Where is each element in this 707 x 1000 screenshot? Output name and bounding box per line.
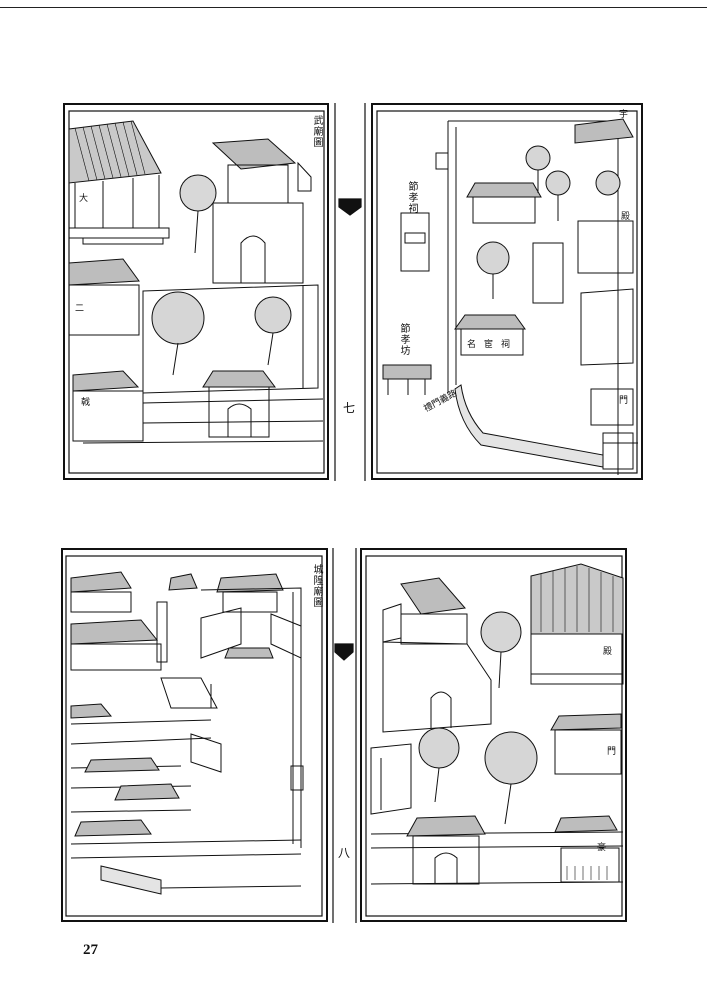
spread-top-illustration [63,103,643,481]
bottom-right-gate-label: 門 [607,747,617,757]
top-right-side-label-1: 殿 [621,212,631,222]
spread-bottom: 城隍廟圖 殿 門 豪 八 [61,548,628,923]
top-left-gate-label: 戟 [81,398,91,408]
top-left-page-title: 武廟圖 [311,115,322,148]
top-right-corner-label: 宇 [619,110,629,120]
page-number: 27 [83,942,98,958]
top-right-hall-label: 名宦祠 [467,340,519,350]
spread-top: 武廟圖 大 二 戟 宇 節孝祠 節孝坊 名宦祠 禮門義路 殿 門 七 [63,103,643,481]
top-right-side-label-2: 門 [619,396,629,406]
bottom-folio: 八 [338,846,351,860]
top-folio: 七 [343,401,356,415]
top-left-side-label: 二 [75,304,85,314]
bottom-right-hall-label: 殿 [603,647,613,657]
top-rule [0,7,707,8]
bottom-left-page-title: 城隍廟圖 [311,564,322,608]
bottom-right-corner-label: 豪 [597,843,607,853]
top-right-memorial-gate-label: 節孝坊 [398,323,409,356]
top-right-pavilion-label: 節孝祠 [406,181,417,214]
top-left-hall-label: 大 [79,194,89,204]
spread-bottom-illustration [61,548,627,923]
